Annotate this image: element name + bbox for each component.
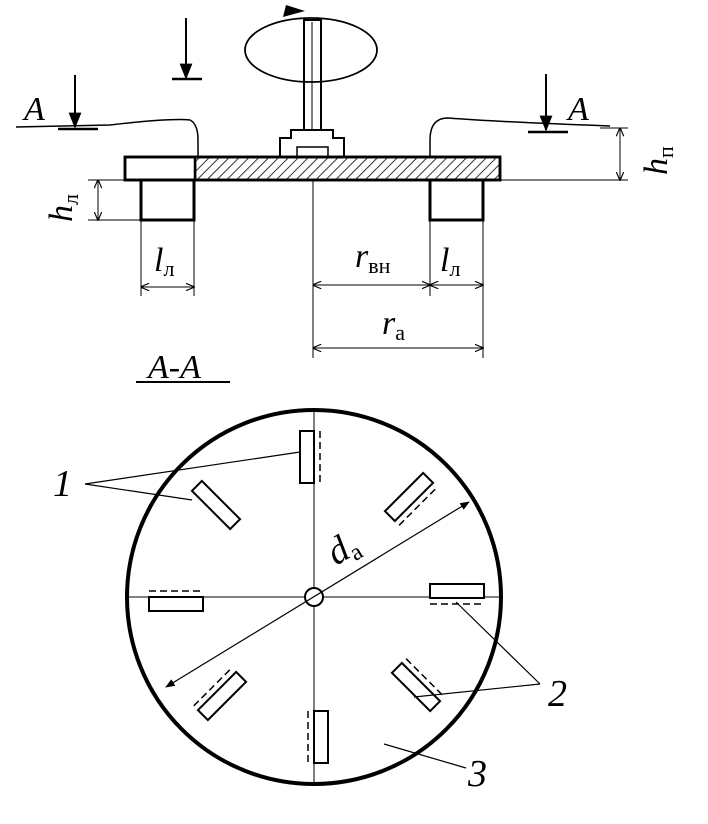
blade-left-plan [148, 590, 204, 612]
label-l-right: l [440, 242, 449, 279]
label-h-l: h [43, 205, 80, 222]
disk-section [193, 155, 502, 182]
label-l-left: l [154, 242, 163, 279]
callout-1: 1 [53, 463, 72, 505]
blade-upper-left [190, 479, 242, 531]
blade-lower-right [390, 658, 445, 713]
section-line-right [429, 117, 611, 157]
side-view: A A hп hл lл lл rвн ra A-A [15, 5, 678, 386]
plan-view: da 1 2 3 [53, 408, 567, 795]
svg-text:hп: hп [638, 146, 678, 175]
section-marker-right: A [566, 91, 589, 128]
label-l-left-sub: л [163, 256, 174, 281]
callout-3: 3 [467, 753, 487, 795]
label-r-vn: r [355, 238, 369, 275]
label-h-p-sub: п [653, 146, 678, 158]
blade-right-plan [429, 583, 485, 605]
label-h-l-sub: л [58, 194, 83, 205]
label-h-p: h [638, 158, 675, 175]
svg-text:ra: ra [382, 305, 405, 345]
blade-lower-left [193, 667, 248, 722]
section-line-left [15, 118, 199, 157]
label-r-vn-sub: вн [368, 253, 390, 278]
svg-text:lл: lл [440, 242, 460, 281]
blade-right [428, 178, 485, 222]
blade-bottom [307, 710, 329, 764]
label-r-a: r [382, 305, 396, 342]
blade-upper-right [383, 471, 438, 526]
svg-text:lл: lл [154, 242, 174, 281]
svg-text:rвн: rвн [355, 238, 391, 278]
blade-top [299, 430, 321, 484]
callout-2: 2 [548, 673, 567, 715]
rotation-arrow-icon [283, 5, 305, 17]
rotation-indicator [244, 17, 378, 83]
section-marker-left: A [22, 91, 45, 128]
blade-left [139, 178, 196, 222]
dim-d-a [165, 501, 470, 688]
section-title: A-A [146, 349, 201, 386]
svg-text:hл: hл [43, 194, 83, 222]
label-r-a-sub: a [395, 320, 405, 345]
label-l-right-sub: л [449, 256, 460, 281]
